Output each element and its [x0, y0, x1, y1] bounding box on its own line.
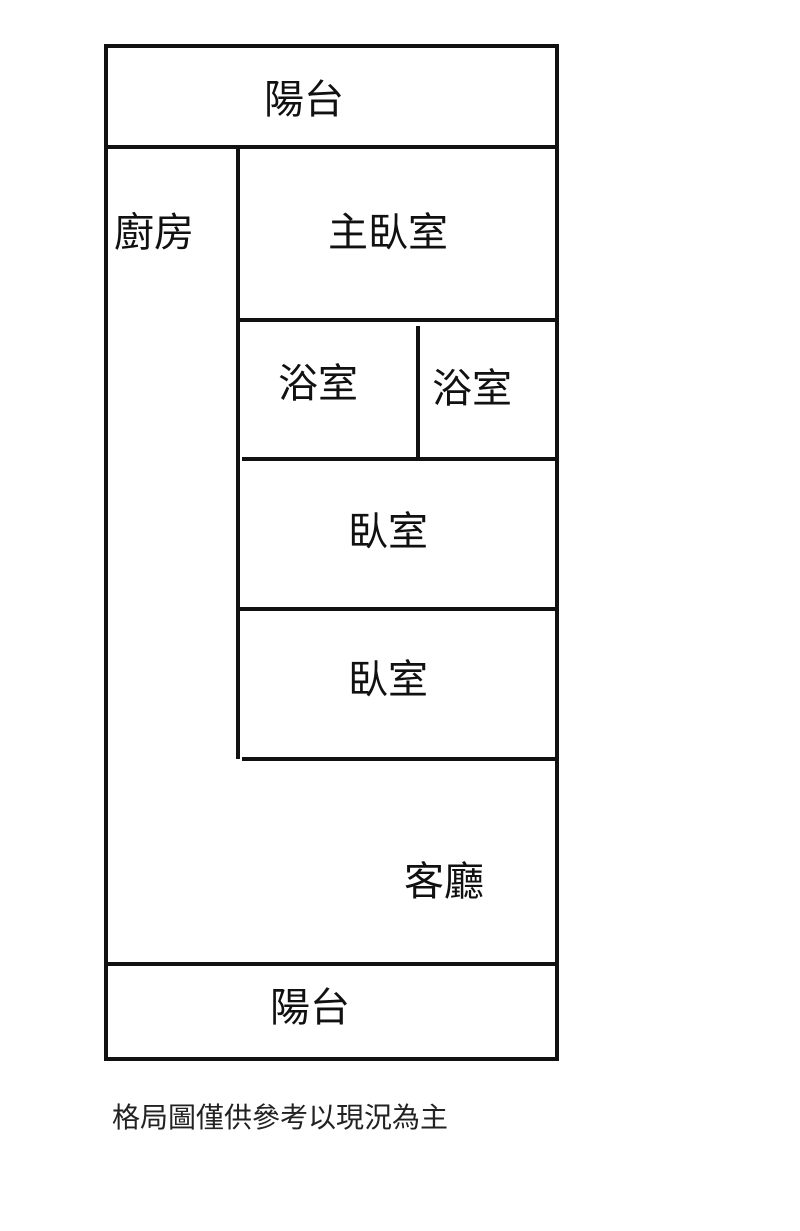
outer-wall-right [555, 44, 559, 1061]
bathroom-divider-wall [416, 326, 420, 460]
kitchen-wall [236, 145, 240, 759]
kitchen-label: 廚房 [114, 210, 194, 256]
balcony-bottom-label: 陽台 [270, 985, 350, 1031]
living-room-label: 客廳 [404, 859, 484, 905]
outer-wall-top [104, 44, 559, 48]
balcony-top-label: 陽台 [264, 77, 344, 123]
bedroom-2-label: 臥室 [348, 657, 428, 703]
master-bedroom-wall [236, 318, 559, 322]
master-bedroom-label: 主臥室 [328, 210, 448, 256]
bathroom-2-label: 浴室 [432, 366, 512, 412]
bedroom-2-wall [242, 757, 559, 761]
bedroom-1-label: 臥室 [348, 509, 428, 555]
disclaimer-note: 格局圖僅供參考以現況為主 [112, 1101, 449, 1134]
balcony-top-wall [104, 145, 559, 149]
balcony-bottom-wall [104, 962, 559, 966]
bathroom-1-label: 浴室 [278, 361, 358, 407]
outer-wall-bottom [104, 1057, 559, 1061]
outer-wall-left [104, 44, 108, 1061]
bathroom-wall [242, 457, 559, 461]
bedroom-1-wall [240, 607, 559, 611]
